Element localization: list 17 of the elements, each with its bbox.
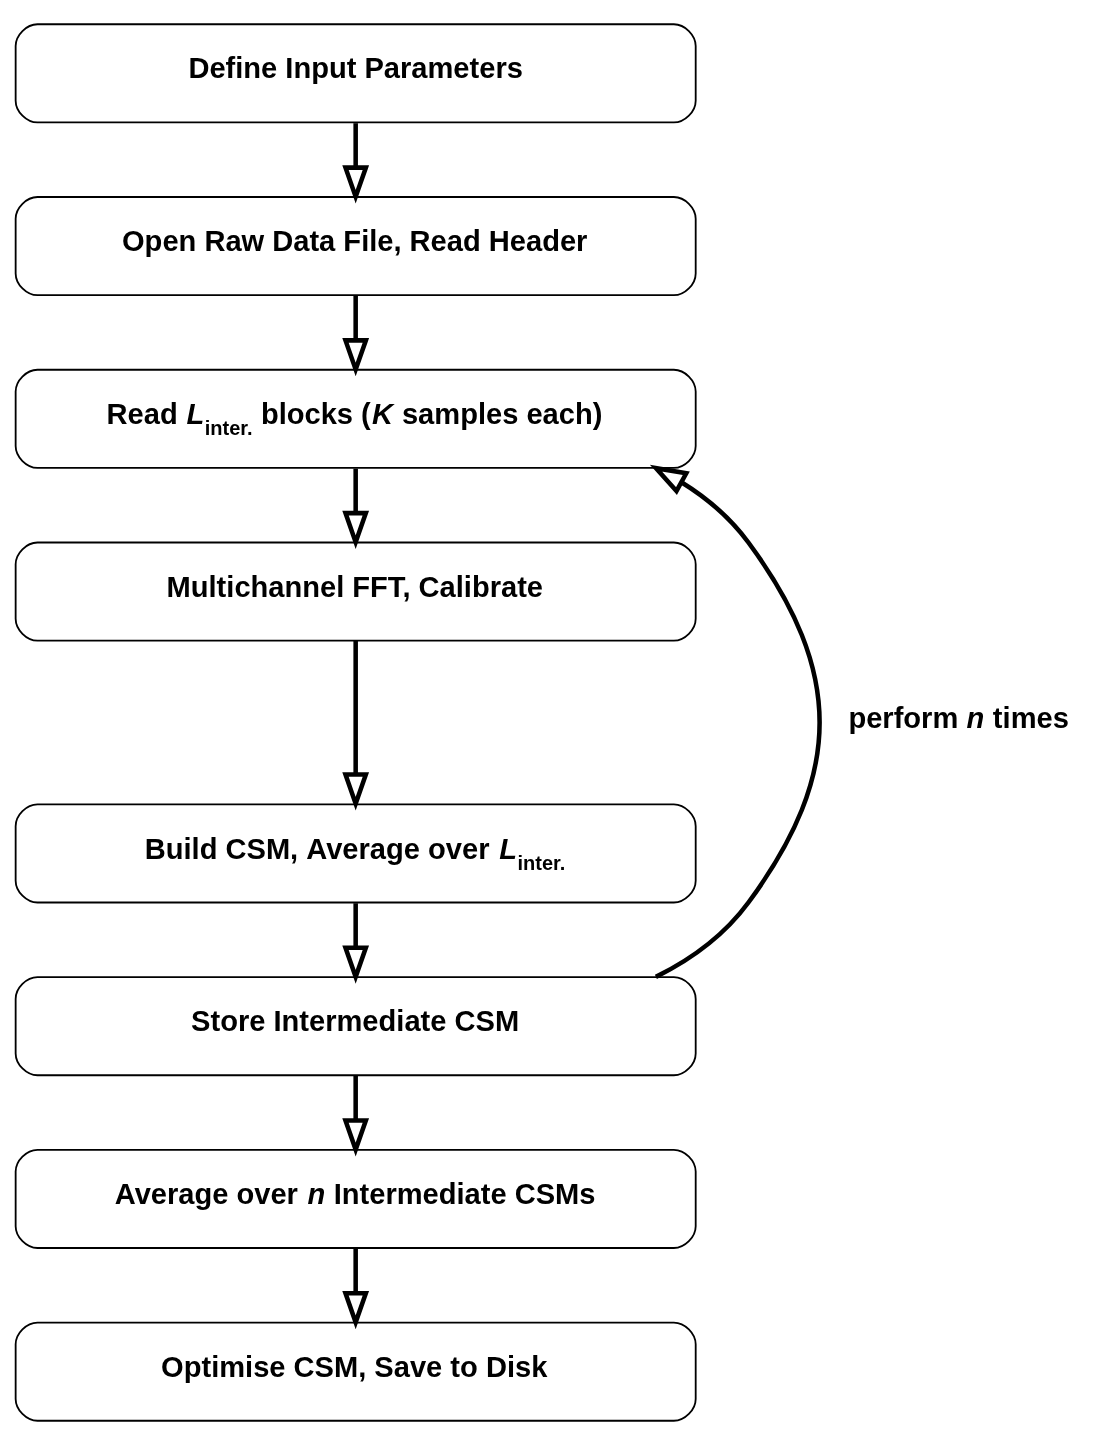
arrow bbox=[342, 295, 370, 377]
node-box: Open Raw Data File, Read Header bbox=[14, 196, 697, 297]
arrow bbox=[342, 640, 370, 811]
arrow bbox=[342, 1076, 370, 1157]
node-box: Average over n Intermediate CSMs bbox=[14, 1148, 697, 1249]
arrow bbox=[342, 123, 370, 204]
arrow bbox=[342, 903, 370, 984]
arrow bbox=[649, 464, 822, 979]
node-box: Read L$_{inter.}$ blocks (K samples each) bbox=[14, 368, 697, 469]
edge-label: perform n times bbox=[848, 701, 1069, 734]
node-box: Store Intermediate CSM bbox=[14, 976, 697, 1077]
node-box: Define Input Parameters bbox=[14, 23, 697, 124]
node-box: Multichannel FFT, Calibrate bbox=[14, 541, 697, 642]
arrow bbox=[342, 1248, 370, 1330]
node-box: Build CSM, Average over L$_{inter.}$ bbox=[14, 803, 697, 904]
arrow bbox=[342, 468, 370, 550]
node-box: Optimise CSM, Save to Disk bbox=[14, 1321, 697, 1422]
